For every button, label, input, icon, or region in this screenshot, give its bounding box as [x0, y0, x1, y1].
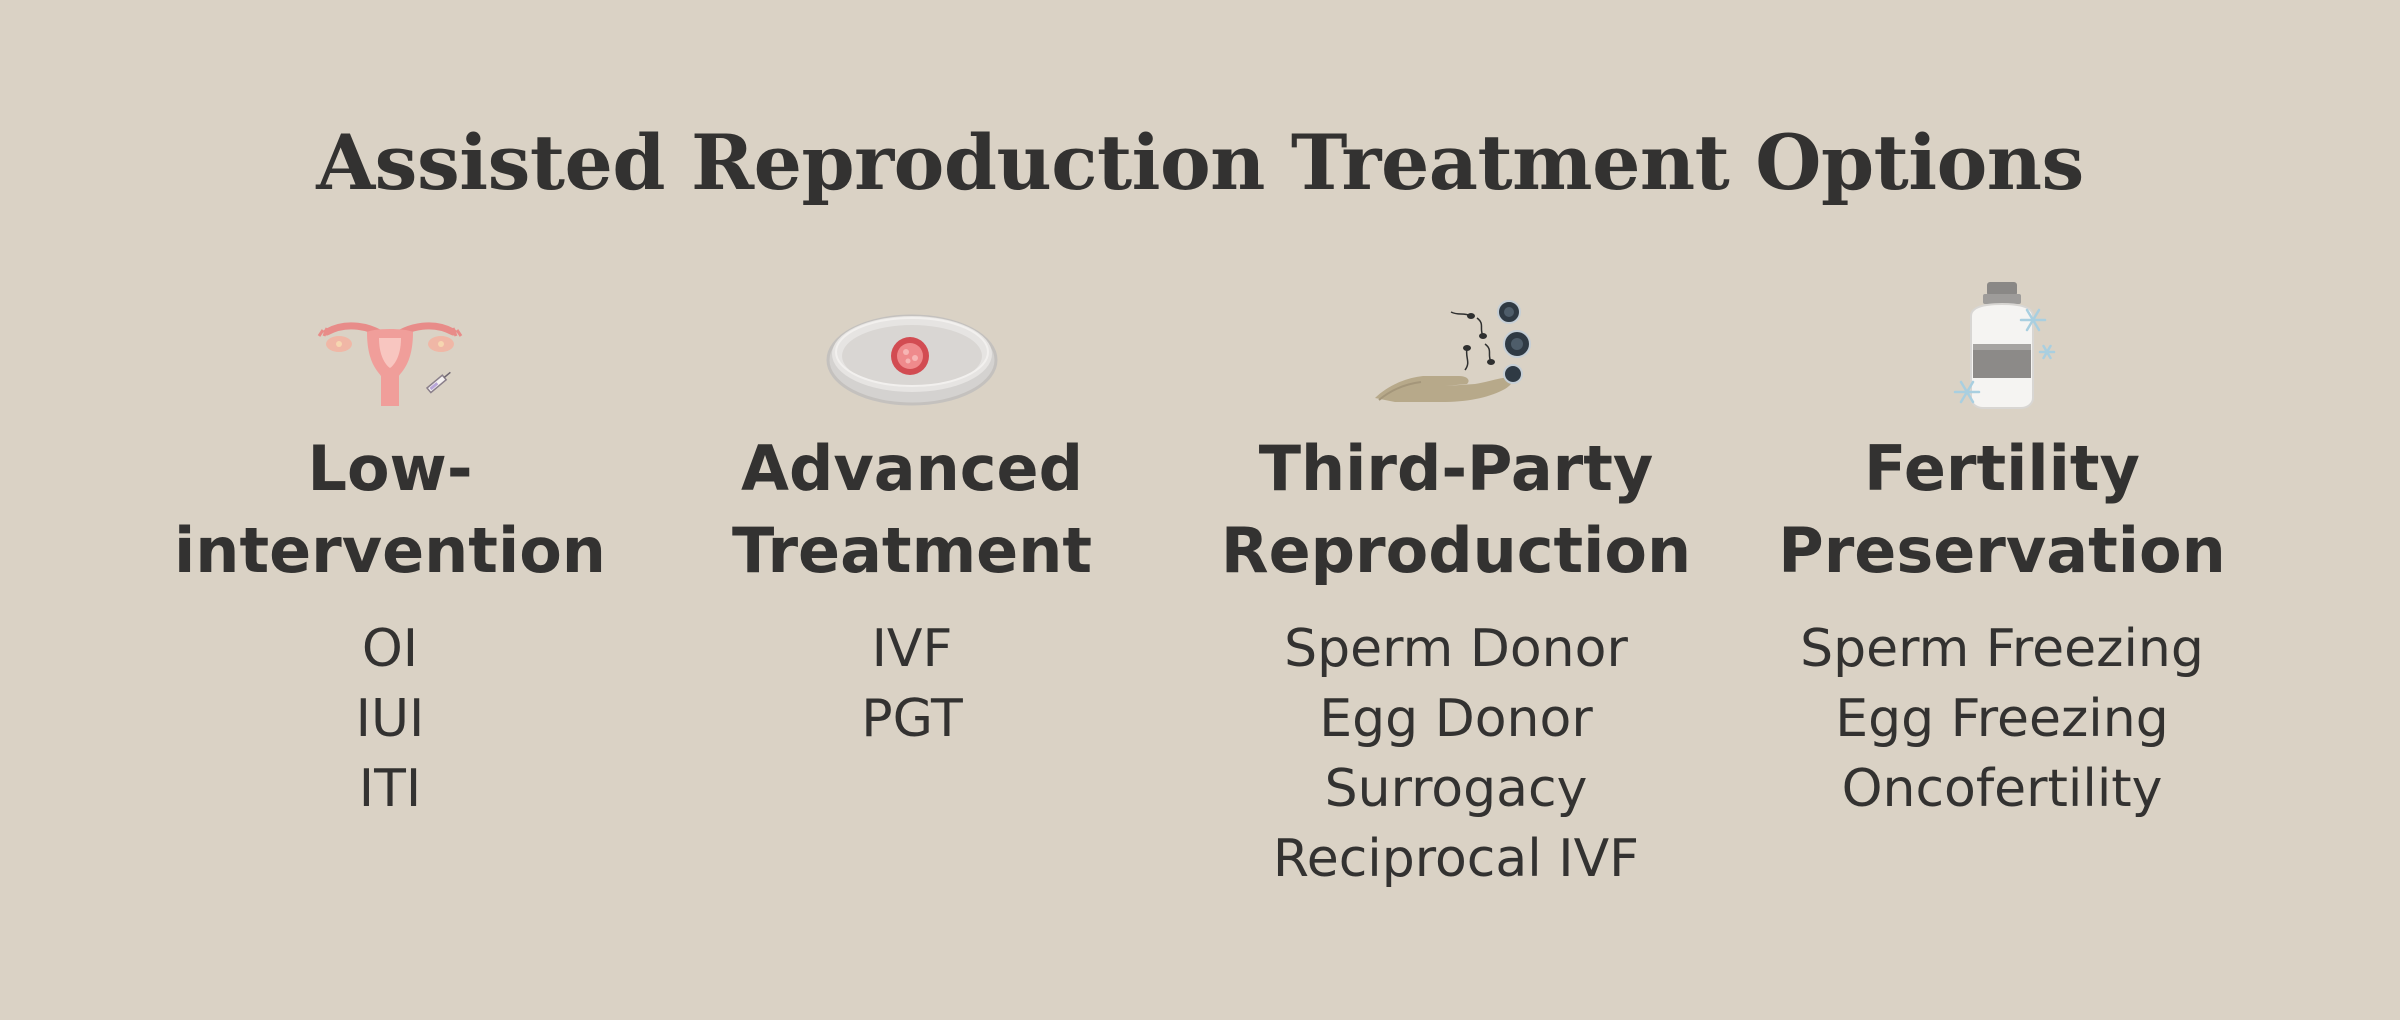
- donor-hand-icon: [1176, 270, 1736, 410]
- column-heading: Low- intervention: [110, 428, 670, 592]
- treatment-list: OI IUI ITI: [110, 614, 670, 824]
- heading-line: Low-: [307, 432, 473, 505]
- list-item: Oncofertility: [1841, 759, 2163, 819]
- list-item: OI: [361, 619, 419, 679]
- column-third-party-reproduction: Third-Party Reproduction Sperm Donor Egg…: [1176, 270, 1736, 894]
- list-item: Sperm Donor: [1284, 619, 1628, 679]
- list-item: Egg Donor: [1319, 689, 1593, 749]
- list-item: ITI: [358, 759, 422, 819]
- column-heading: Third-Party Reproduction: [1176, 428, 1736, 592]
- heading-line: Preservation: [1778, 514, 2226, 587]
- heading-line: intervention: [174, 514, 606, 587]
- list-item: Reciprocal IVF: [1272, 829, 1640, 889]
- list-item: Egg Freezing: [1835, 689, 2169, 749]
- page-title: Assisted Reproduction Treatment Options: [316, 118, 2084, 207]
- list-item: IVF: [871, 619, 953, 679]
- treatment-list: Sperm Donor Egg Donor Surrogacy Reciproc…: [1176, 614, 1736, 894]
- column-heading: Advanced Treatment: [632, 428, 1192, 592]
- cryo-bottle-icon: [1722, 270, 2282, 410]
- list-item: Surrogacy: [1324, 759, 1588, 819]
- list-item: PGT: [861, 689, 963, 749]
- treatment-list: IVF PGT: [632, 614, 1192, 754]
- column-low-intervention: Low- intervention OI IUI ITI: [110, 270, 670, 824]
- heading-line: Third-Party: [1258, 432, 1654, 505]
- heading-line: Reproduction: [1220, 514, 1692, 587]
- column-heading: Fertility Preservation: [1722, 428, 2282, 592]
- heading-line: Advanced: [741, 432, 1083, 505]
- petri-dish-icon: [632, 270, 1192, 410]
- list-item: IUI: [355, 689, 425, 749]
- column-fertility-preservation: Fertility Preservation Sperm Freezing Eg…: [1722, 270, 2282, 824]
- heading-line: Treatment: [731, 514, 1092, 587]
- column-advanced-treatment: Advanced Treatment IVF PGT: [632, 270, 1192, 754]
- list-item: Sperm Freezing: [1800, 619, 2204, 679]
- treatment-list: Sperm Freezing Egg Freezing Oncofertilit…: [1722, 614, 2282, 824]
- uterus-icon: [110, 270, 670, 410]
- heading-line: Fertility: [1864, 432, 2140, 505]
